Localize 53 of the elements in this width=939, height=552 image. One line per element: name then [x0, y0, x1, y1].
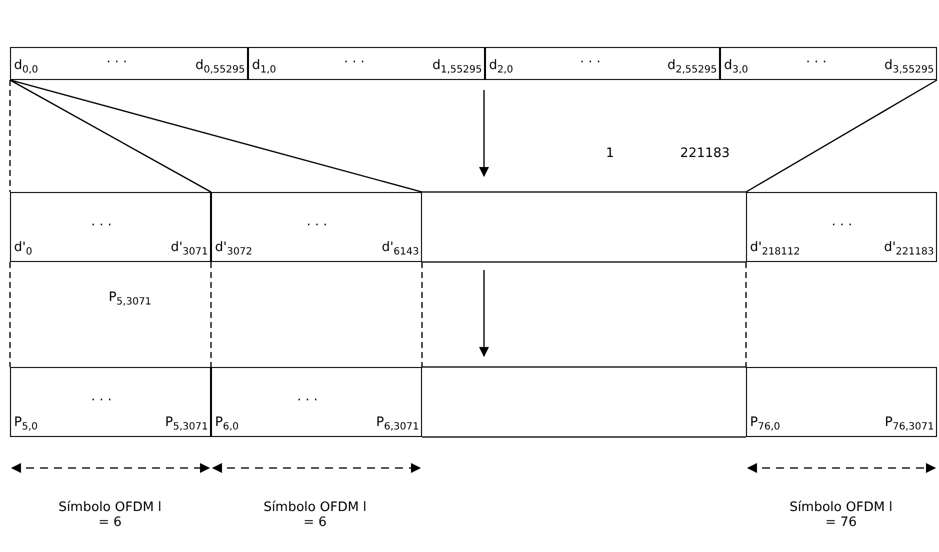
symbol-label: P$_{6,3071}$: [376, 415, 419, 433]
span-label: Símbolo OFDM l = 6: [57, 500, 163, 530]
mapping-line: [10, 79, 212, 193]
symbol-label: P$_{76,3071}$: [884, 415, 934, 433]
data-cell: [485, 47, 720, 80]
dashed-line: [9, 80, 11, 192]
symbol-label: d$_{0,55295}$: [195, 58, 245, 76]
ellipsis: · · ·: [580, 54, 601, 70]
mapping-line: [746, 79, 938, 193]
symbol-label: P$_{6,0}$: [215, 415, 239, 433]
symbol-label: P$_{5,3071}$: [165, 415, 208, 433]
symbol-label: d'$_{3071}$: [170, 240, 208, 258]
index-label: 1: [604, 146, 616, 161]
symbol-label: d$_{2,0}$: [489, 58, 514, 76]
symbol-label: d'$_{0}$: [14, 240, 32, 258]
symbol-label: d'$_{3072}$: [215, 240, 252, 258]
index-label: 221183: [679, 146, 731, 161]
ellipsis: · · ·: [106, 54, 128, 70]
ofdm-cell: [211, 367, 422, 437]
symbol-label: d$_{3,55295}$: [884, 58, 934, 76]
ofdm-cell: [746, 367, 937, 437]
data-cell: [10, 47, 248, 80]
dashed-line: [421, 262, 423, 367]
symbol-label: d'$_{218112}$: [750, 240, 800, 258]
symbol-label: P$_{76,0}$: [750, 415, 780, 433]
span-label: Símbolo OFDM l = 76: [788, 500, 894, 530]
ellipsis: · · ·: [306, 218, 328, 233]
interleaved-cell: [746, 192, 937, 262]
ellipsis: · · ·: [91, 393, 112, 408]
symbol-label: d'$_{6143}$: [382, 240, 419, 258]
span-label: Símbolo OFDM l = 6: [262, 500, 368, 530]
ellipsis: · · ·: [832, 218, 852, 233]
symbol-label: P$_{5,3071}$: [108, 290, 152, 308]
data-cell: [248, 47, 485, 80]
symbol-label: d'$_{221183}$: [884, 240, 934, 258]
ellipsis: · · ·: [297, 393, 318, 408]
mapping-line: [10, 79, 422, 193]
ellipsis: · · ·: [344, 54, 365, 70]
dashed-line: [9, 262, 11, 367]
data-cell: [720, 47, 937, 80]
dashed-line: [745, 262, 747, 367]
symbol-label: d$_{2,55295}$: [667, 58, 717, 76]
interleaved-cell: [211, 192, 422, 262]
ellipsis: · · ·: [91, 218, 112, 233]
ellipsis: · · ·: [806, 54, 827, 70]
interleaved-cell: [10, 192, 211, 262]
symbol-label: P$_{5,0}$: [14, 415, 38, 433]
dashed-line: [210, 262, 212, 367]
symbol-label: d$_{0,0}$: [14, 58, 38, 76]
symbol-label: d$_{1,0}$: [252, 58, 276, 76]
symbol-label: d$_{3,0}$: [724, 58, 748, 76]
ofdm-cell: [10, 367, 211, 437]
symbol-label: d$_{1,55295}$: [432, 58, 482, 76]
